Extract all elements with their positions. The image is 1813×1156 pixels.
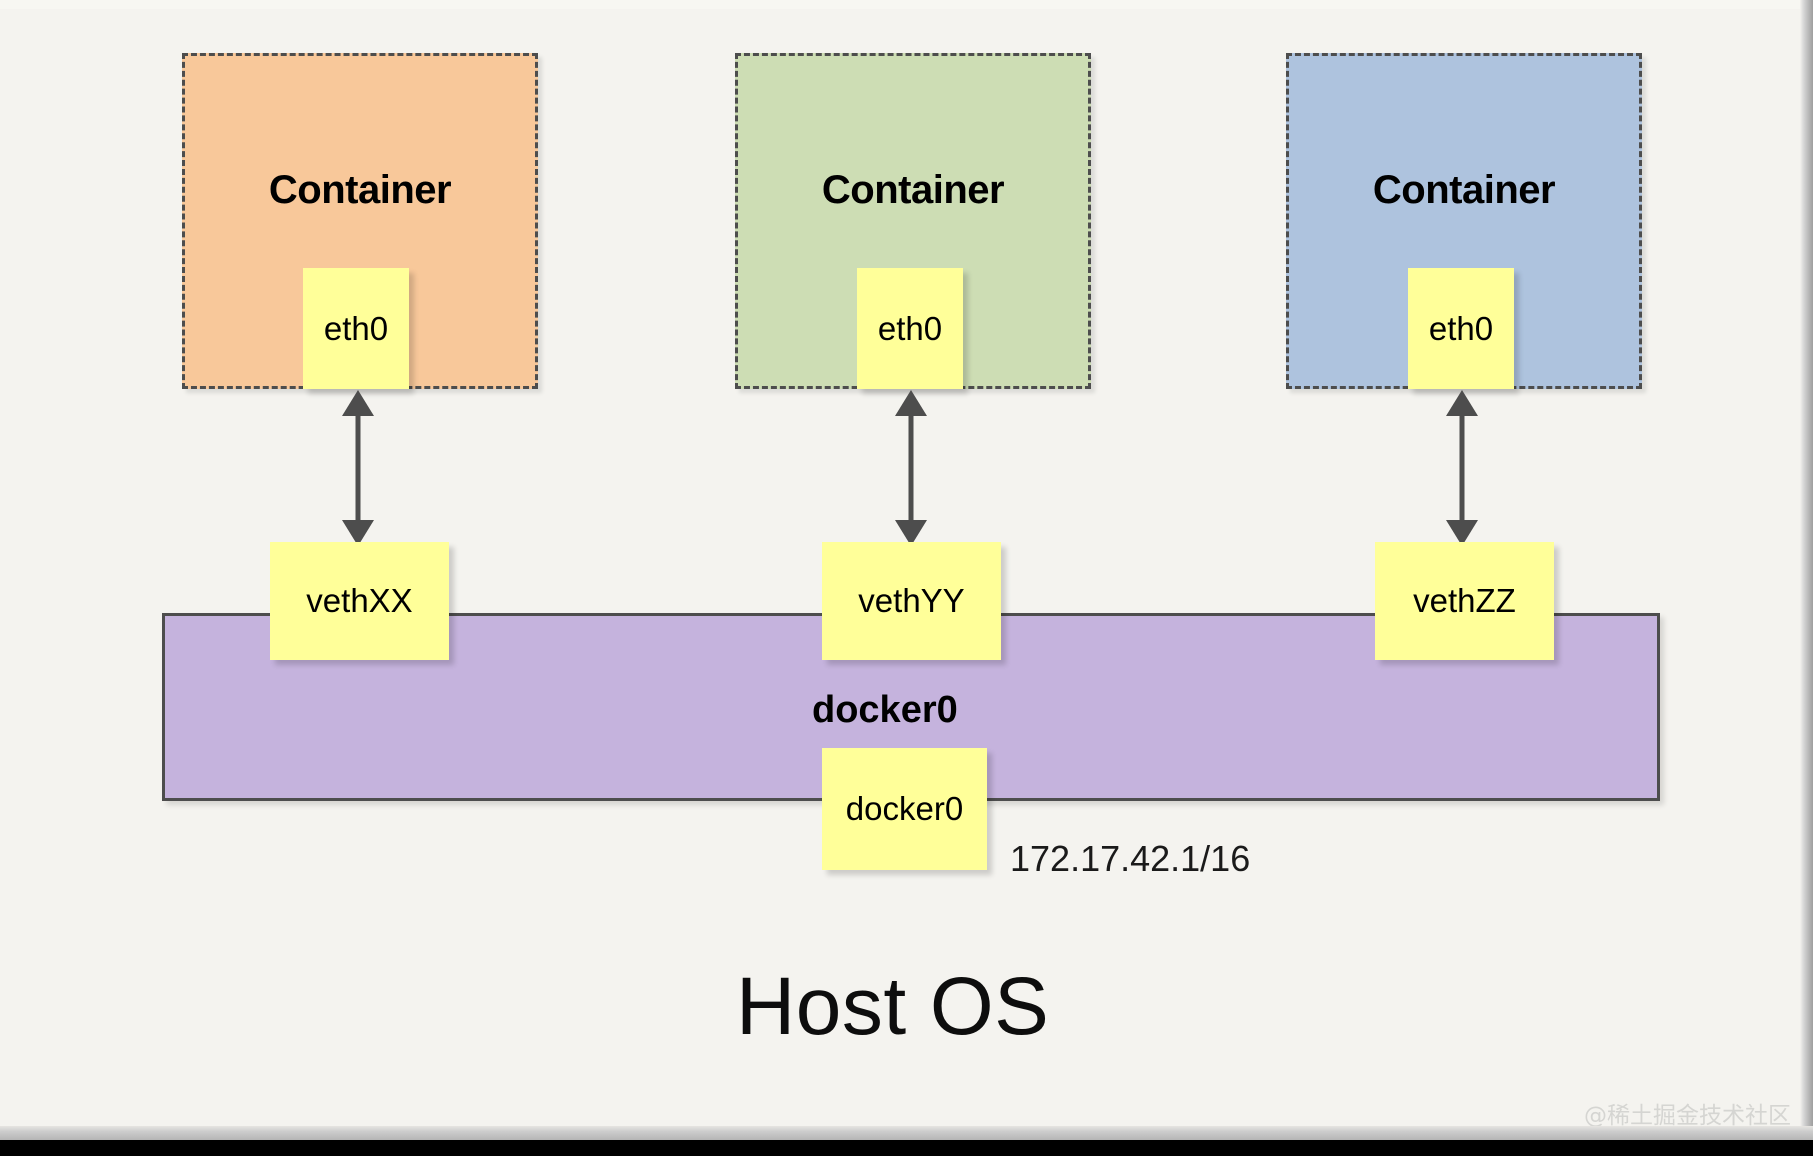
bidirectional-arrow-1 [342, 390, 374, 546]
frame-bottom-edge [0, 1126, 1813, 1140]
veth-interface-box-3: vethZZ [1375, 542, 1554, 660]
frame-right-edge [1800, 0, 1813, 1140]
host-os-title: Host OS [736, 961, 1050, 1052]
container-label-1: Container [268, 168, 452, 212]
bidirectional-arrow-2 [895, 390, 927, 546]
container-label-3: Container [1372, 168, 1556, 212]
docker0-interface-box: docker0 [822, 748, 987, 870]
docker0-ip-address-label: 172.17.42.1/16 [1010, 838, 1251, 879]
frame-top-stripe [0, 0, 1800, 9]
frame-black-strip [0, 1140, 1813, 1156]
watermark-text: @稀土掘金技术社区 [1584, 1103, 1791, 1129]
eth0-interface-box-3: eth0 [1408, 268, 1514, 389]
eth0-interface-box-2: eth0 [857, 268, 963, 389]
docker0-bridge-label: docker0 [812, 689, 958, 731]
eth0-interface-box-1: eth0 [303, 268, 409, 389]
veth-interface-box-2: vethYY [822, 542, 1001, 660]
container-box-3: Container [1286, 53, 1642, 389]
veth-interface-box-1: vethXX [270, 542, 449, 660]
bidirectional-arrow-3 [1446, 390, 1478, 546]
container-label-2: Container [821, 168, 1005, 212]
